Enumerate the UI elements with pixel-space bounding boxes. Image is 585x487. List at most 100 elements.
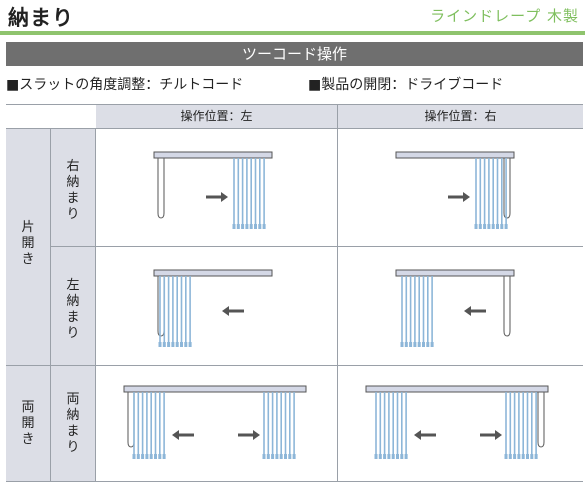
group-cell-single-open xyxy=(6,129,50,365)
slat-weight xyxy=(254,224,257,229)
grid-line xyxy=(51,246,583,247)
slat-weight xyxy=(271,454,275,459)
slat-weight xyxy=(417,342,421,347)
slat-weight xyxy=(504,224,508,229)
direction-arrow-head xyxy=(221,192,228,202)
slat-weight xyxy=(430,342,434,347)
row-cell-both-stack xyxy=(51,366,95,482)
slat-weight xyxy=(279,454,283,459)
group-label-single-open: 片開き xyxy=(21,220,35,267)
slat-weight xyxy=(232,224,236,229)
direction-arrow-head xyxy=(222,306,229,316)
slat-weight xyxy=(487,224,491,229)
slat-weight xyxy=(526,454,529,459)
slat-weight xyxy=(284,454,287,459)
head-rail xyxy=(153,151,273,159)
slat-weight xyxy=(184,342,188,347)
slat-weight xyxy=(236,224,240,229)
slat-weight xyxy=(258,224,262,229)
spec-tilt-control: ■スラットの角度調整：チルトコード xyxy=(6,77,244,93)
grid-line xyxy=(50,129,51,481)
slat-weight xyxy=(241,224,245,229)
slat-weight xyxy=(478,224,482,229)
slat-weight xyxy=(508,454,512,459)
slat-weight xyxy=(521,454,525,459)
slat-weight xyxy=(483,224,487,229)
slat-weight xyxy=(517,454,521,459)
spec-open-close-control: ■製品の開閉：ドライブコード xyxy=(308,77,504,93)
slat-weight xyxy=(145,454,149,459)
grid-line xyxy=(6,128,583,129)
slat-weight xyxy=(132,454,136,459)
cord-loop xyxy=(503,276,511,337)
slat-weight xyxy=(474,224,478,229)
installation-table: 操作位置：左 操作位置：右 片開き 右納まり 左納まり 両開き 両納まり xyxy=(6,104,583,482)
row-cell-right-stack xyxy=(51,129,95,246)
direction-arrow-head xyxy=(253,430,260,440)
direction-arrow-head xyxy=(172,430,179,440)
slat-weight xyxy=(167,342,171,347)
slat-weight xyxy=(504,454,508,459)
slat-weight xyxy=(378,454,382,459)
slat-weight xyxy=(409,342,413,347)
slat-weight xyxy=(404,454,408,459)
slat-weight xyxy=(154,454,157,459)
slat-weight xyxy=(496,224,499,229)
slat-weight xyxy=(141,454,145,459)
cord-loop xyxy=(157,158,165,219)
section-band xyxy=(6,42,583,66)
slat-weight xyxy=(136,454,140,459)
grid-line xyxy=(6,104,583,105)
slat-weight xyxy=(162,342,166,347)
slat-weight xyxy=(180,342,183,347)
slat-weight xyxy=(245,224,249,229)
direction-arrow-head xyxy=(495,430,502,440)
slat-weight xyxy=(162,454,166,459)
head-rail xyxy=(365,385,549,393)
product-name: ラインドレープ 木製 xyxy=(430,7,579,25)
slat-weight xyxy=(158,454,162,459)
head-rail xyxy=(123,385,307,393)
slat-weight xyxy=(249,224,253,229)
slat-weight xyxy=(374,454,378,459)
grid-line xyxy=(95,129,96,481)
slat-weight xyxy=(400,342,404,347)
slat-weight xyxy=(383,454,387,459)
slat-weight xyxy=(149,454,153,459)
section-title: ツーコード操作 xyxy=(241,45,347,63)
grid-line xyxy=(6,481,583,482)
slat-weight xyxy=(275,454,279,459)
cord-loop xyxy=(127,392,135,448)
slat-weight xyxy=(413,342,417,347)
direction-arrow-head xyxy=(463,192,470,202)
slat-weight xyxy=(158,342,162,347)
slat-weight xyxy=(500,224,504,229)
direction-arrow-head xyxy=(464,306,471,316)
head-rail xyxy=(153,269,273,277)
slat-weight xyxy=(288,454,292,459)
grid-line xyxy=(337,104,338,481)
slat-weight xyxy=(262,454,266,459)
head-rail xyxy=(395,151,515,159)
head-rail xyxy=(395,269,515,277)
group-cell-double-open xyxy=(6,366,50,482)
slat-weight xyxy=(266,454,270,459)
slat-weight xyxy=(426,342,430,347)
slat-weight xyxy=(188,342,192,347)
slat-weight xyxy=(171,342,175,347)
title-underline xyxy=(0,31,585,35)
slat-weight xyxy=(391,454,395,459)
column-header-right: 操作位置：右 xyxy=(338,104,583,128)
row-label-right-stack: 右納まり xyxy=(66,159,80,222)
row-label-left-stack: 左納まり xyxy=(66,278,80,341)
drape-diagrams xyxy=(123,151,549,459)
slat-weight xyxy=(491,224,495,229)
row-label-both-stack: 両納まり xyxy=(66,392,80,455)
slat-weight xyxy=(422,342,425,347)
slat-weight xyxy=(292,454,296,459)
slat-weight xyxy=(404,342,408,347)
slat-weight xyxy=(513,454,517,459)
slat-weight xyxy=(387,454,391,459)
group-label-double-open: 両開き xyxy=(21,400,35,447)
slat-weight xyxy=(262,224,266,229)
